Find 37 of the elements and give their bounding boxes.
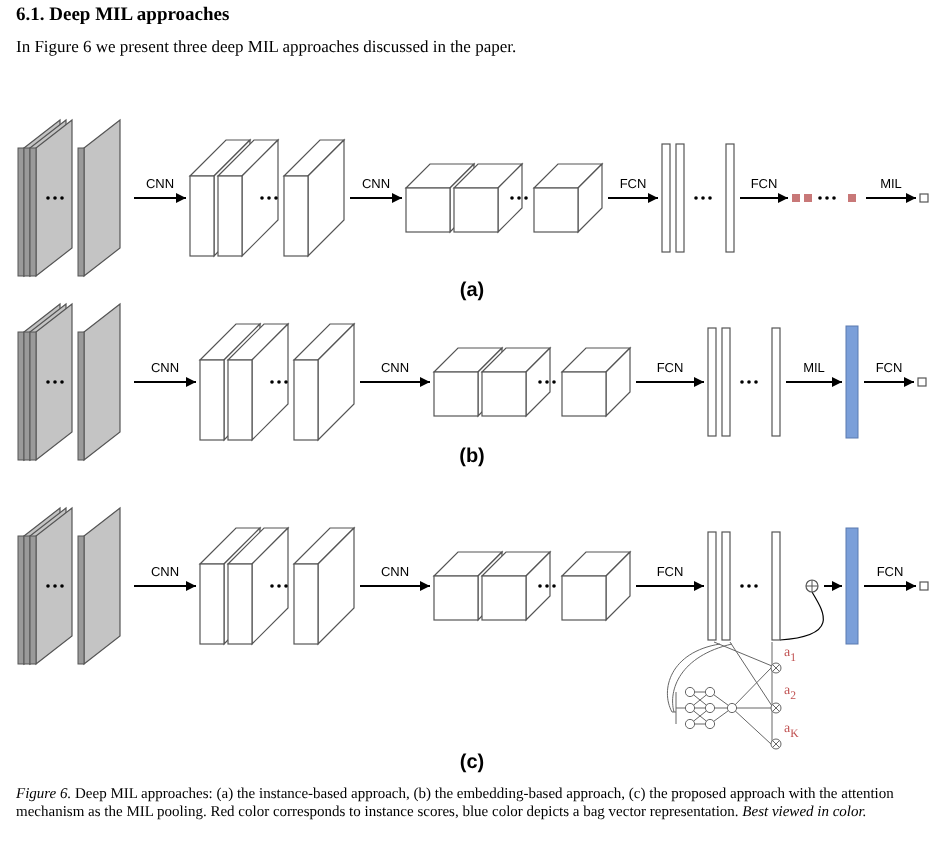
feature-map-stack [200,528,354,644]
bag-vector-bar [846,528,858,644]
panel-label: (a) [459,280,485,302]
feature-cube-stack [406,164,602,232]
output-square [920,194,928,202]
arrow [635,581,705,591]
arrow [359,377,431,387]
feature-cube-stack [434,552,630,620]
arrow [607,193,659,203]
instance-score-squares [792,194,860,202]
arrow [635,377,705,387]
arrow [133,193,187,203]
fully-connected-layers [662,144,734,252]
arrow [823,581,843,591]
arrow [863,581,917,591]
panel-label: (c) [459,752,485,774]
feature-map-stack [200,324,354,440]
output-square [918,378,926,386]
arrow [785,377,843,387]
output-square [920,582,928,590]
arrow [349,193,403,203]
bag-vector-bar [846,326,858,438]
panel-label: (b) [459,446,485,468]
arrow [133,581,197,591]
arrow [739,193,789,203]
fully-connected-layers [708,328,780,436]
fully-connected-layers [708,532,780,640]
arrow [359,581,431,591]
section-heading: 6.1. Deep MIL approaches [16,6,230,26]
feature-cube-stack [434,348,630,416]
sum-circle [806,580,818,592]
intro-sentence: In Figure 6 we present three deep MIL approaches discussed in the paper. [16,36,517,56]
arrow [133,377,197,387]
arrow [865,193,917,203]
feature-map-stack [190,140,344,256]
connector-line [779,591,824,641]
arrow [863,377,915,387]
